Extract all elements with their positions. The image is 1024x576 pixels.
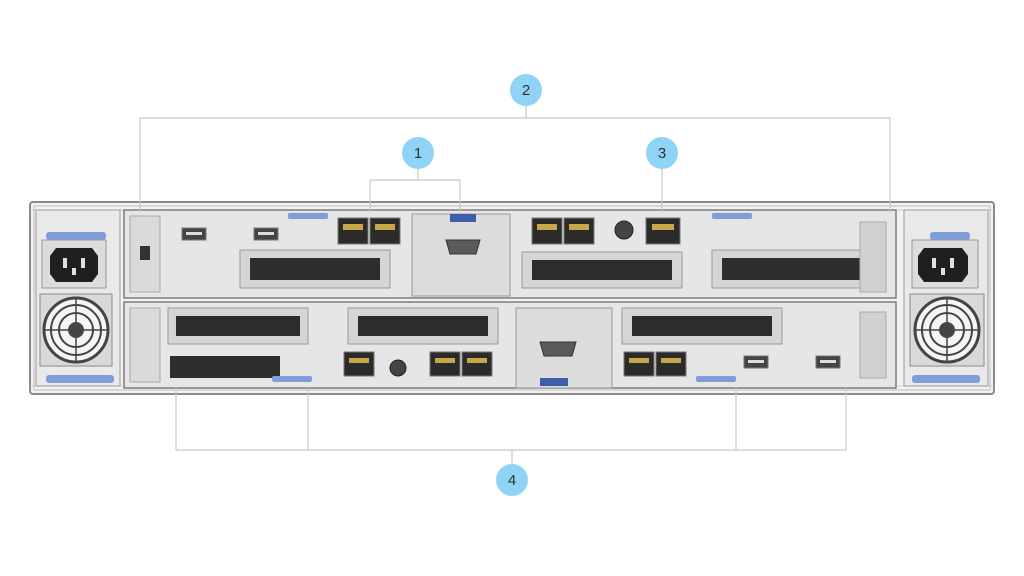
usb-port-icon — [815, 355, 841, 369]
psu-pull-tab[interactable] — [930, 232, 970, 240]
id-label — [540, 378, 568, 386]
rj45-port-icon — [343, 351, 375, 377]
power-inlet-icon — [41, 239, 107, 289]
pcie-slot-icon — [347, 307, 499, 345]
pcie-slot-icon — [167, 307, 309, 345]
serial-port-round — [614, 220, 634, 240]
sled-pull-tab[interactable] — [288, 213, 328, 219]
rj45-port-icon — [655, 351, 687, 377]
pcie-slot-icon — [239, 249, 391, 289]
usb-port-icon — [743, 355, 769, 369]
sled-bottom — [123, 301, 897, 389]
callout-4: 4 — [496, 464, 528, 496]
psu-handle[interactable] — [46, 375, 114, 383]
callout-3: 3 — [646, 137, 678, 169]
sled-pull-tab[interactable] — [712, 213, 752, 219]
pcie-slot-icon — [621, 307, 783, 345]
sled-top — [123, 209, 897, 299]
rj45-port-icon — [429, 351, 461, 377]
leader-lines — [139, 106, 891, 464]
callout-1: 1 — [402, 137, 434, 169]
rj45-port-icon — [563, 217, 595, 245]
fan-grille-icon — [39, 293, 113, 367]
power-inlet-icon — [911, 239, 979, 289]
power-supply-left — [35, 209, 121, 387]
callout-1-label: 1 — [414, 145, 422, 162]
callout-4-label: 4 — [508, 472, 516, 489]
fan-grille-icon — [909, 293, 985, 367]
callout-3-label: 3 — [658, 145, 666, 162]
sled-pull-tab[interactable] — [696, 376, 736, 382]
io-strip — [170, 356, 280, 378]
psu-pull-tab[interactable] — [46, 232, 106, 240]
callout-2-label: 2 — [522, 82, 530, 99]
power-supply-right — [903, 209, 989, 387]
usb-port-icon — [181, 227, 207, 241]
usb-port-icon — [253, 227, 279, 241]
rj45-port-icon — [369, 217, 401, 245]
psu-handle[interactable] — [912, 375, 980, 383]
sled-pull-tab[interactable] — [272, 376, 312, 382]
pcie-slot-icon — [711, 249, 873, 289]
rj45-port-icon — [337, 217, 369, 245]
rj45-port-icon — [645, 217, 681, 245]
id-label — [450, 214, 476, 222]
serial-port-round — [389, 359, 407, 377]
rj45-port-icon — [623, 351, 655, 377]
callout-2: 2 — [510, 74, 542, 106]
vga-port-icon — [539, 341, 577, 357]
pcie-slot-icon — [521, 251, 683, 289]
vga-port-icon — [445, 239, 481, 255]
rj45-port-icon — [531, 217, 563, 245]
rj45-port-icon — [461, 351, 493, 377]
